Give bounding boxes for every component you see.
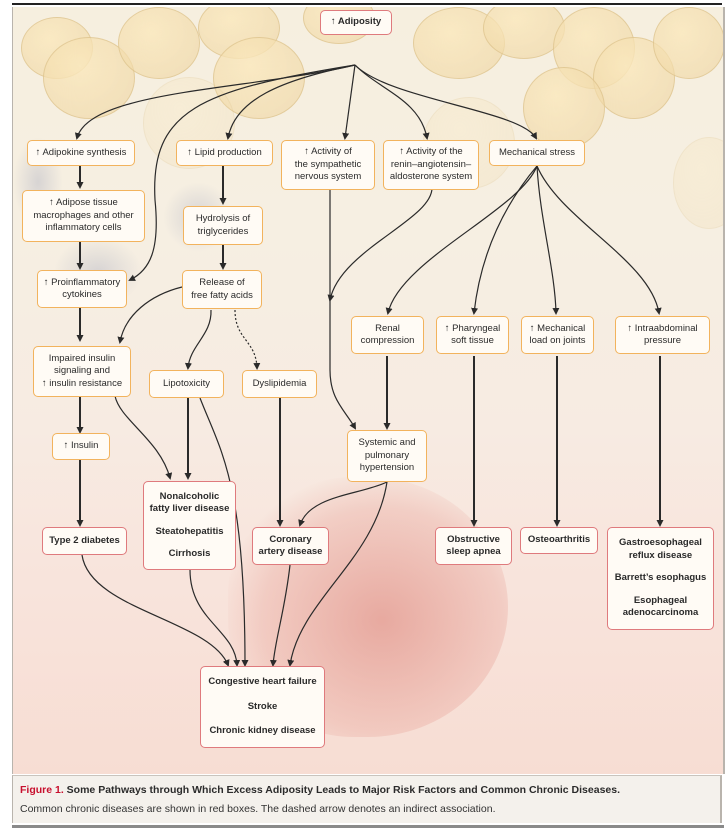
adipokine-synthesis-box: ↑ Adipokine synthesis <box>27 140 135 166</box>
gerd-line: reflux disease <box>628 549 693 561</box>
liver-disease-line: Nonalcoholic <box>159 490 220 502</box>
barretts-esophagus-label: Barrett’s esophagus <box>614 572 707 584</box>
cytokines-line: ↑ Proinflammatory <box>43 276 121 288</box>
joints-line: load on joints <box>529 335 586 346</box>
congestive-heart-failure-label: Congestive heart failure <box>208 676 317 688</box>
caption-text: Common chronic diseases are shown in red… <box>20 803 496 815</box>
gerd-box: Gastroesophageal reflux disease Barrett’… <box>607 527 714 630</box>
intraabdominal-line: pressure <box>644 335 681 346</box>
adipokine-synthesis-label: ↑ Adipokine synthesis <box>35 146 127 158</box>
hypertension-line: pulmonary <box>364 449 410 461</box>
proinflammatory-cytokines-box: ↑ Proinflammatory cytokines <box>37 270 127 308</box>
hydrolysis-line: Hydrolysis of <box>195 213 251 224</box>
raas-line: ↑ Activity of the <box>399 146 463 158</box>
macrophages-box: ↑ Adipose tissue macrophages and other i… <box>22 190 145 242</box>
raas-line: renin–angiotensin– <box>390 158 472 170</box>
renal-line: compression <box>360 335 415 346</box>
macrophages-line: inflammatory cells <box>45 222 122 234</box>
insulin-resistance-line: ↑ insulin resistance <box>41 377 123 389</box>
fat-cell-decoration <box>653 7 723 79</box>
sympathetic-line: the sympathetic <box>294 158 362 170</box>
sympathetic-line: nervous system <box>294 171 362 183</box>
cytokines-line: cytokines <box>62 289 102 300</box>
sympathetic-activity-box: ↑ Activity of the sympathetic nervous sy… <box>281 140 375 190</box>
intraabdominal-pressure-box: ↑ Intraabdominal pressure <box>615 316 710 354</box>
adiposity-box: ↑ Adiposity <box>320 10 392 35</box>
raas-line: aldosterone system <box>389 171 473 183</box>
ffa-line: free fatty acids <box>191 289 253 301</box>
chronic-kidney-disease-label: Chronic kidney disease <box>209 725 316 737</box>
caption-title-text: Some Pathways through Which Excess Adipo… <box>63 784 621 796</box>
figure-label: Figure 1. <box>20 784 64 796</box>
liver-disease-box: Nonalcoholic fatty liver disease Steatoh… <box>143 481 236 570</box>
steatohepatitis-label: Steatohepatitis <box>155 525 224 537</box>
liver-disease-line: fatty liver disease <box>149 503 230 514</box>
renal-line: Renal <box>375 322 400 334</box>
insulin-resistance-line: signaling and <box>54 365 110 377</box>
fat-cell-decoration <box>118 7 200 79</box>
cirrhosis-label: Cirrhosis <box>168 548 211 559</box>
fat-cell-decoration <box>673 137 723 229</box>
intraabdominal-line: ↑ Intraabdominal <box>627 322 698 334</box>
insulin-box: ↑ Insulin <box>52 433 110 460</box>
raas-activity-box: ↑ Activity of the renin–angiotensin– ald… <box>383 140 479 190</box>
chf-stroke-ckd-box: Congestive heart failure Stroke Chronic … <box>200 666 325 748</box>
mechanical-load-joints-box: ↑ Mechanical load on joints <box>521 316 594 354</box>
pharyngeal-line: soft tissue <box>451 335 494 346</box>
osteoarthritis-label: Osteoarthritis <box>527 534 591 546</box>
mechanical-stress-label: Mechanical stress <box>498 146 576 158</box>
joints-line: ↑ Mechanical <box>529 322 586 334</box>
sympathetic-line: ↑ Activity of <box>304 146 352 158</box>
insulin-resistance-box: Impaired insulin signaling and ↑ insulin… <box>33 346 131 397</box>
pharyngeal-soft-tissue-box: ↑ Pharyngeal soft tissue <box>436 316 509 354</box>
dyslipidemia-box: Dyslipidemia <box>242 370 317 398</box>
macrophages-line: macrophages and other <box>33 209 134 221</box>
free-fatty-acids-box: Release of free fatty acids <box>182 270 262 309</box>
esophageal-adenocarcinoma-line: Esophageal <box>633 594 688 606</box>
hypertension-line: Systemic and <box>358 437 416 449</box>
lipid-production-box: ↑ Lipid production <box>176 140 273 166</box>
renal-compression-box: Renal compression <box>351 316 424 354</box>
hypertension-box: Systemic and pulmonary hypertension <box>347 430 427 482</box>
caption-title: Figure 1. Some Pathways through Which Ex… <box>20 784 620 796</box>
osteoarthritis-box: Osteoarthritis <box>520 527 598 554</box>
macrophages-line: ↑ Adipose tissue <box>49 197 118 209</box>
cad-line: Coronary <box>269 533 312 545</box>
osa-line: Obstructive <box>447 533 500 545</box>
lipotoxicity-label: Lipotoxicity <box>163 377 210 389</box>
cad-line: artery disease <box>258 546 323 557</box>
ffa-line: Release of <box>199 277 245 288</box>
obstructive-sleep-apnea-box: Obstructive sleep apnea <box>435 527 512 565</box>
lipid-production-label: ↑ Lipid production <box>187 146 262 158</box>
stroke-label: Stroke <box>247 700 278 712</box>
type2-diabetes-box: Type 2 diabetes <box>42 527 127 555</box>
hydrolysis-line: triglycerides <box>197 225 249 237</box>
dyslipidemia-label: Dyslipidemia <box>252 377 307 389</box>
bottom-rule <box>12 825 724 828</box>
pharyngeal-line: ↑ Pharyngeal <box>444 322 501 334</box>
osa-line: sleep apnea <box>446 546 501 557</box>
insulin-label: ↑ Insulin <box>63 440 99 452</box>
hydrolysis-box: Hydrolysis of triglycerides <box>183 206 263 245</box>
lipotoxicity-box: Lipotoxicity <box>149 370 224 398</box>
esophageal-adenocarcinoma-line: adenocarcinoma <box>622 607 699 619</box>
mechanical-stress-box: Mechanical stress <box>489 140 585 166</box>
type2-diabetes-label: Type 2 diabetes <box>49 534 120 546</box>
insulin-resistance-line: Impaired insulin <box>48 352 116 364</box>
fat-cell-decoration <box>523 67 605 149</box>
top-rule <box>12 3 722 5</box>
coronary-artery-disease-box: Coronary artery disease <box>252 527 329 565</box>
gerd-line: Gastroesophageal <box>619 537 702 549</box>
figure-caption: Figure 1. Some Pathways through Which Ex… <box>12 775 722 823</box>
adiposity-label: ↑ Adiposity <box>330 16 382 28</box>
hypertension-line: hypertension <box>359 462 415 474</box>
